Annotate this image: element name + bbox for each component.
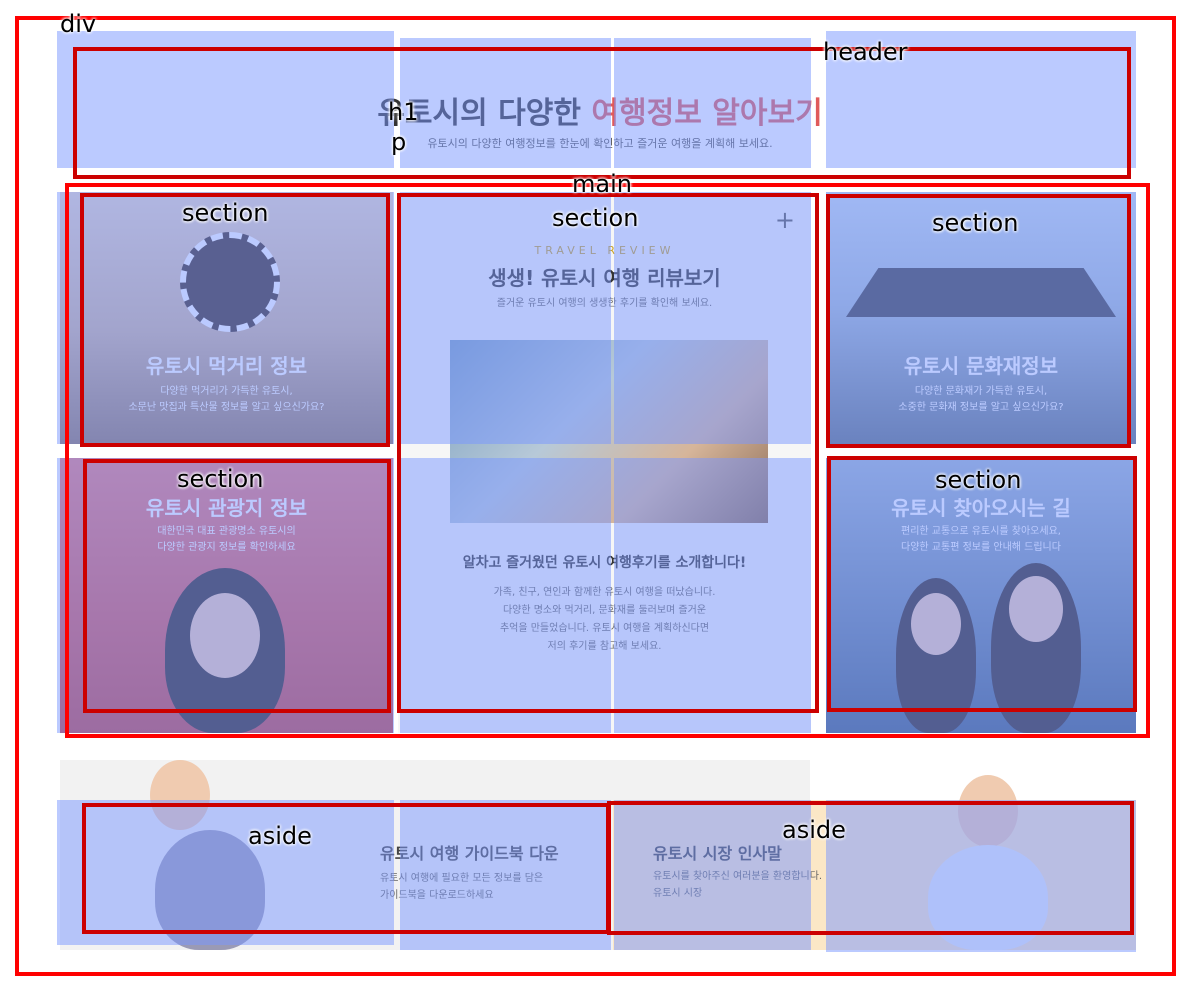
label-section-review: section <box>552 204 639 232</box>
label-div: div <box>60 10 97 38</box>
aside-outline-guide <box>82 803 610 934</box>
section-outline-review <box>397 193 819 713</box>
tint-block <box>614 192 811 444</box>
tint-block <box>614 38 811 168</box>
tint-block <box>57 458 394 733</box>
label-main: main <box>572 170 632 198</box>
tint-block <box>400 800 611 950</box>
label-aside-market: aside <box>782 816 846 844</box>
section-outline-culture <box>826 194 1131 448</box>
label-h1: h1 <box>388 98 419 126</box>
tint-block <box>826 31 1136 168</box>
section-outline-food <box>80 193 390 447</box>
tint-block <box>614 800 811 950</box>
header-outline <box>73 47 1131 179</box>
tint-block <box>400 38 611 168</box>
label-section-food: section <box>182 199 269 227</box>
aside-outline-market <box>607 801 1134 935</box>
tint-block <box>614 458 811 733</box>
main-outline <box>65 183 1150 738</box>
label-section-directions: section <box>935 466 1022 494</box>
tint-block <box>400 192 611 444</box>
label-section-tour: section <box>177 465 264 493</box>
tint-block <box>826 458 1136 733</box>
label-section-culture: section <box>932 209 1019 237</box>
label-header: header <box>823 38 908 66</box>
tint-block <box>400 458 611 733</box>
tint-block <box>57 192 394 444</box>
label-p: p <box>391 128 407 156</box>
tint-block <box>57 800 394 945</box>
label-aside-guide: aside <box>248 822 312 850</box>
div-outline <box>15 16 1176 976</box>
tint-block <box>57 31 394 168</box>
section-outline-tour <box>83 459 391 713</box>
tint-block <box>826 800 1136 952</box>
section-outline-directions <box>827 456 1137 712</box>
tint-block <box>826 192 1136 444</box>
